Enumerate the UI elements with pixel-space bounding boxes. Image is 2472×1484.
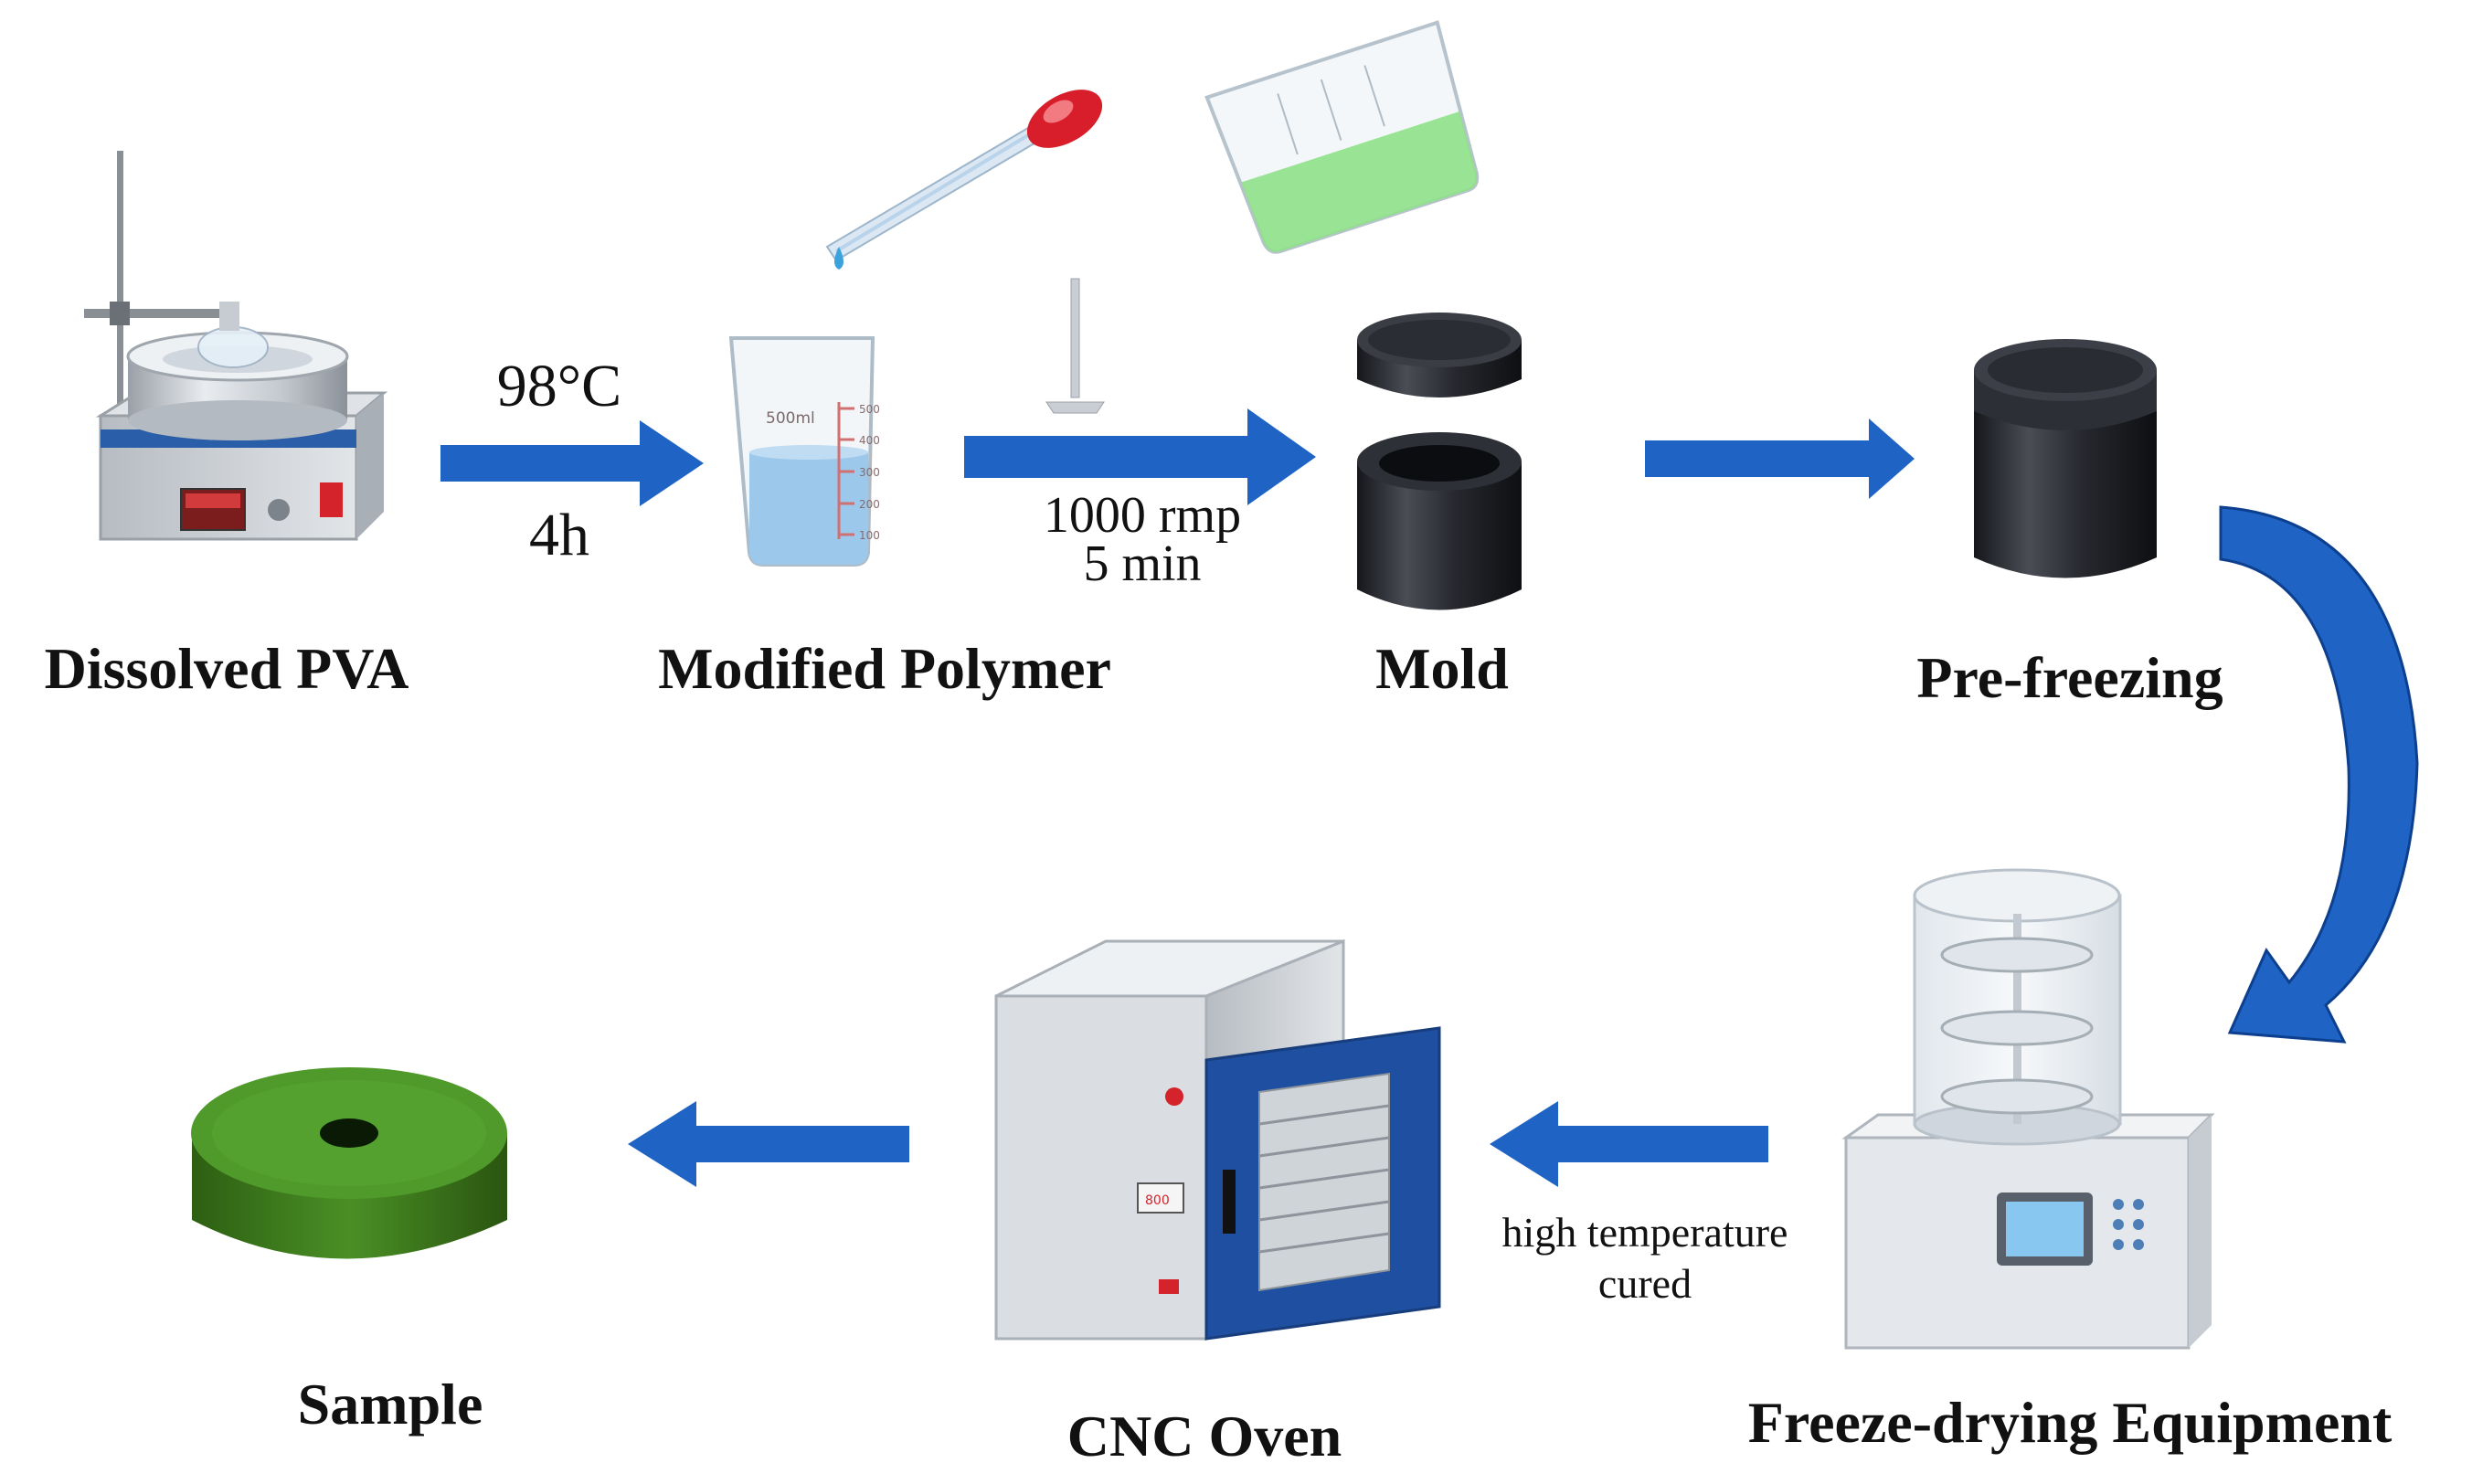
curved-arrow-to-freeze-dryer: [2219, 505, 2419, 1044]
condition-speed: 1000 rmp: [1043, 487, 1242, 544]
arrow-to-oven: [1490, 1101, 1768, 1187]
pouring-beaker-icon: [1204, 20, 1480, 254]
beaker-volume-label: 500ml: [766, 409, 815, 428]
label-freeze-drying: Freeze-drying Equipment: [1747, 1390, 2392, 1455]
label-sample: Sample: [297, 1372, 483, 1436]
condition-time: 4h: [529, 502, 589, 568]
beaker-icon: 500ml 500 400 300 200 100: [728, 336, 880, 567]
beaker-tick-500: 500: [859, 403, 880, 416]
beaker-tick-200: 200: [859, 498, 880, 511]
arrow-heating: [440, 420, 704, 506]
label-pre-freezing: Pre-freezing: [1916, 645, 2223, 710]
label-dissolved-pva: Dissolved PVA: [44, 636, 409, 701]
sample-disc-icon: [191, 1067, 507, 1259]
label-modified-polymer: Modified Polymer: [658, 636, 1111, 701]
stirrer-paddle-icon: [1045, 278, 1105, 414]
label-mold: Mold: [1375, 636, 1509, 701]
condition-stir-time: 5 min: [1083, 535, 1202, 592]
condition-cure-line1: high temperature: [1501, 1209, 1788, 1256]
oven-display-value: 800: [1145, 1193, 1170, 1208]
condition-cure-line2: cured: [1597, 1260, 1692, 1307]
pipette-icon: [825, 90, 1103, 270]
mold-icon: [1357, 313, 1522, 610]
arrow-to-prefreezing: [1645, 419, 1915, 499]
closed-mold-icon: [1974, 339, 2157, 578]
arrow-to-sample: [628, 1101, 909, 1187]
beaker-tick-100: 100: [859, 529, 880, 542]
hotplate-stirrer-icon: [84, 151, 388, 541]
beaker-tick-400: 400: [859, 434, 880, 447]
label-cnc-oven: CNC Oven: [1066, 1404, 1342, 1468]
beaker-tick-300: 300: [859, 466, 880, 479]
freeze-dryer-icon: [1841, 868, 2215, 1350]
arrow-stirring: [964, 408, 1316, 505]
condition-temperature: 98°C: [496, 353, 622, 419]
oven-icon: 800: [994, 938, 1441, 1341]
